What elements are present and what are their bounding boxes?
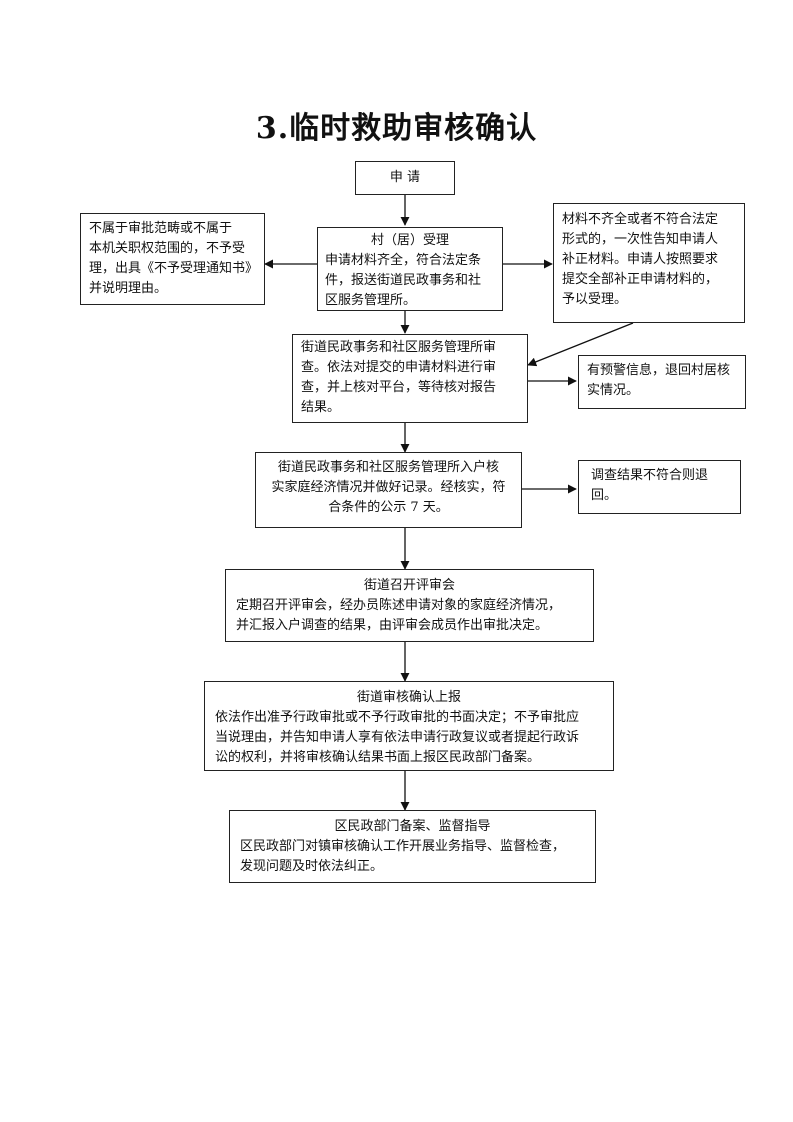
node-supplement-right: 材料不齐全或者不符合法定 形式的，一次性告知申请人 补正材料。申请人按照要求 提… (553, 203, 745, 323)
arrow-supplement-to-review (527, 322, 634, 367)
node-reject-left: 不属于审批范畴或不属于 本机关职权范围的，不予受 理，出具《不予受理通知书》 并… (80, 213, 265, 305)
page-title: 3.临时救助审核确认 (255, 111, 538, 146)
node-warning-return: 有预警信息，退回村居核 实情况。 (578, 355, 746, 409)
node-confirm-report: 街道审核确认上报 依法作出准予行政审批或不予行政审批的书面决定；不予审批应 当说… (204, 681, 614, 771)
node-district-filing: 区民政部门备案、监督指导 区民政部门对镇审核确认工作开展业务指导、监督检查， 发… (229, 810, 596, 883)
node-household-check: 街道民政事务和社区服务管理所入户核 实家庭经济情况并做好记录。经核实，符 合条件… (255, 452, 522, 528)
node-village-accept: 村（居）受理 申请材料齐全，符合法定条 件，报送街道民政事务和社 区服务管理所。 (317, 227, 503, 311)
node-apply: 申 请 (355, 161, 455, 195)
node-street-review: 街道民政事务和社区服务管理所审 查。依法对提交的申请材料进行审 查，并上核对平台… (292, 334, 528, 423)
node-review-meeting: 街道召开评审会 定期召开评审会，经办员陈述申请对象的家庭经济情况， 并汇报入户调… (225, 569, 594, 642)
node-not-qualified: 调查结果不符合则退 回。 (578, 460, 741, 514)
